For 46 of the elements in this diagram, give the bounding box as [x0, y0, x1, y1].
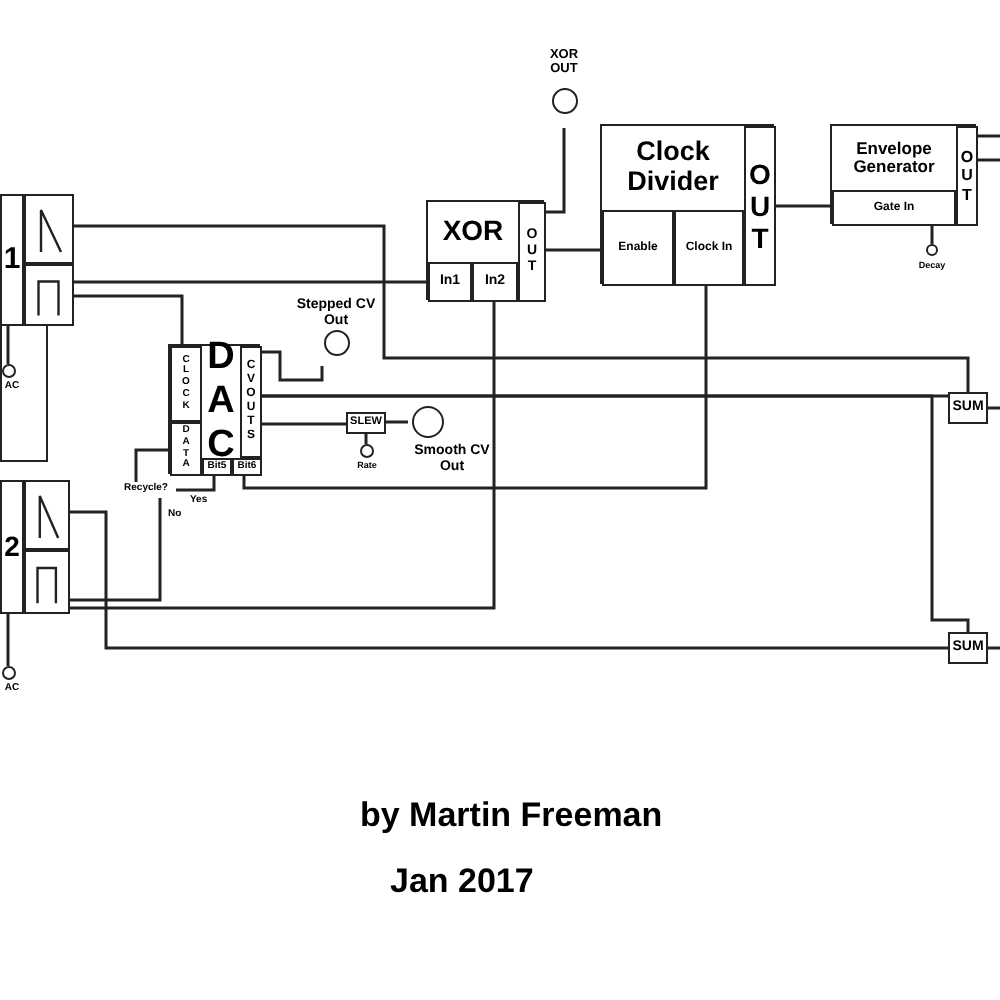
- module-box: [600, 124, 774, 284]
- wire: [976, 134, 1000, 138]
- module-cell: 2: [0, 480, 24, 614]
- square-output-cell: [24, 550, 70, 614]
- wire: [544, 128, 566, 214]
- wire: [176, 474, 216, 492]
- module-cell: 1: [0, 194, 24, 326]
- wire: [988, 406, 1000, 410]
- wire: [134, 448, 168, 482]
- credit-text: Jan 2017: [390, 862, 534, 902]
- wire: [364, 434, 368, 444]
- knob: [926, 244, 938, 256]
- square-output-cell: [24, 264, 74, 326]
- knob: [2, 364, 16, 378]
- module-title: Envelope Generator: [851, 135, 937, 180]
- wire: [6, 326, 10, 364]
- wire: [6, 614, 10, 666]
- wire: [70, 498, 162, 602]
- module-title: XOR: [440, 212, 506, 251]
- module-cell: OUT: [744, 126, 776, 286]
- wire: [260, 350, 324, 382]
- wire: [70, 300, 496, 610]
- wire: [242, 284, 708, 490]
- sawtooth-output-cell: [24, 194, 74, 264]
- wire: [260, 422, 346, 426]
- credit-text: by Martin Freeman: [360, 796, 663, 836]
- wire: [260, 394, 970, 632]
- knob: [360, 444, 374, 458]
- wire: [774, 204, 830, 208]
- wire: [70, 510, 948, 650]
- wire: [544, 248, 600, 252]
- sawtooth-output-cell: [24, 480, 70, 550]
- module-box: [426, 200, 544, 300]
- module-title: Clock Divider: [625, 134, 721, 200]
- wire: [386, 420, 408, 424]
- module-title: DAC: [205, 346, 237, 458]
- module-box: [830, 124, 976, 224]
- wire: [976, 158, 1000, 162]
- wire: [988, 646, 1000, 650]
- wire: [930, 224, 934, 244]
- knob: [2, 666, 16, 680]
- wire: [74, 294, 184, 344]
- wire: [74, 280, 426, 284]
- wire: [74, 224, 970, 392]
- module-cell: OUT: [956, 126, 978, 226]
- module-box: [168, 344, 260, 474]
